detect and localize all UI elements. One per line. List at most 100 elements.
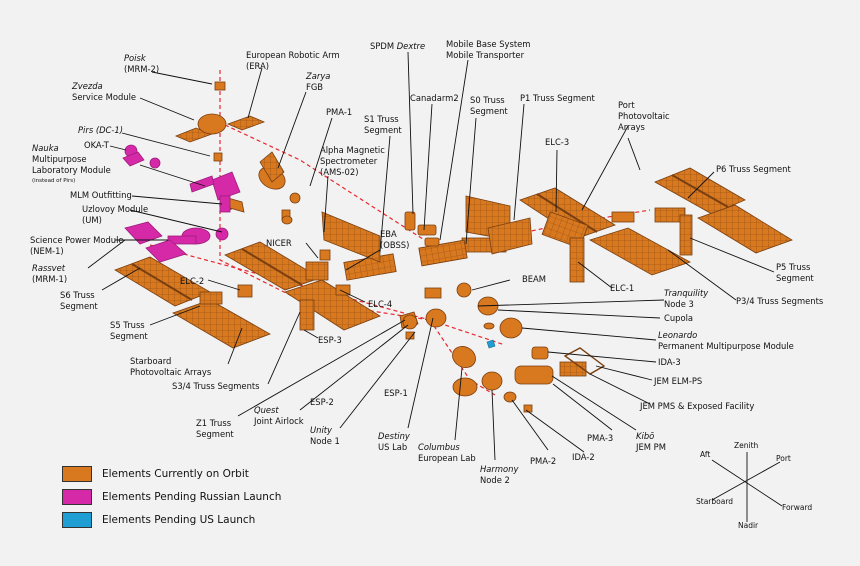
label-rassvet-sub: (MRM-1) — [32, 274, 67, 284]
label-s5: S5 Truss — [110, 320, 145, 330]
label-zarya-sub: FGB — [306, 82, 323, 92]
label-uzlovoy: Uzlovoy Module — [82, 204, 148, 214]
label-uzlovoy-sub: (UM) — [82, 215, 102, 225]
us-segment — [399, 282, 606, 413]
label-tranquility-sub: Node 3 — [664, 299, 694, 309]
component-labels: Poisk (MRM-2) European Robotic Arm (ERA)… — [30, 39, 823, 485]
label-zarya: Zarya — [305, 71, 330, 81]
legend-label-russian-pending: Elements Pending Russian Launch — [102, 490, 282, 503]
label-p5-sub: Segment — [776, 273, 814, 283]
label-jem-elm: JEM ELM-PS — [653, 376, 702, 386]
label-okat: OKA-T — [84, 140, 110, 150]
axis-aft: Aft — [700, 450, 710, 459]
label-era: European Robotic Arm — [246, 50, 340, 60]
label-pma2: PMA-2 — [530, 456, 556, 466]
label-starboard-pv-sub: Photovoltaic Arrays — [130, 367, 211, 377]
leader-lines — [87, 51, 775, 461]
label-s5-sub: Segment — [110, 331, 148, 341]
label-zvezda: Zvezda — [71, 81, 103, 91]
starboard-photovoltaic-arrays — [114, 241, 381, 349]
axis-zenith: Zenith — [734, 441, 759, 450]
label-esp3: ESP-3 — [318, 335, 342, 345]
label-s1: S1 Truss — [364, 114, 399, 124]
label-s0-sub: Segment — [470, 106, 508, 116]
label-destiny: Destiny — [378, 431, 411, 441]
label-pma1: PMA-1 — [326, 107, 352, 117]
label-elc3: ELC-3 — [545, 137, 569, 147]
label-starboard-pv: Starboard — [130, 356, 171, 366]
label-eba: EBA — [380, 229, 397, 239]
legend-item-russian-pending: Elements Pending Russian Launch — [62, 485, 281, 508]
label-z1: Z1 Truss — [196, 418, 231, 428]
legend-swatch-us-pending — [62, 511, 92, 528]
label-port-pv-sub2: Arrays — [618, 122, 645, 132]
label-columbus: Columbus — [418, 442, 460, 452]
label-leonardo-sub: Permanent Multipurpose Module — [658, 341, 794, 351]
canadarm2-dextre — [404, 211, 440, 247]
axis-port: Port — [776, 454, 791, 463]
label-esp1: ESP-1 — [384, 388, 408, 398]
label-zvezda-sub: Service Module — [72, 92, 136, 102]
label-ida3: IDA-3 — [658, 357, 681, 367]
label-pma3: PMA-3 — [587, 433, 613, 443]
central-truss — [321, 195, 533, 281]
label-ams-sub2: (AMS-02) — [320, 167, 359, 177]
label-mbs: Mobile Base System — [446, 39, 530, 49]
label-ida2: IDA-2 — [572, 452, 595, 462]
label-mbs-sub: Mobile Transporter — [446, 50, 525, 60]
label-pirs: Pirs (DC-1) — [78, 125, 123, 135]
legend: Elements Currently on Orbit Elements Pen… — [62, 462, 281, 531]
label-jem-pms: JEM PMS & Exposed Facility — [639, 401, 754, 411]
label-p5: P5 Truss — [776, 262, 810, 272]
label-nauka-sub2: Laboratory Module — [32, 165, 111, 175]
label-kibo-sub: JEM PM — [635, 442, 666, 452]
label-p34: P3/4 Truss Segments — [736, 296, 823, 306]
label-spm-sub: (NEM-1) — [30, 246, 64, 256]
axis-starboard: Starboard — [696, 497, 733, 506]
label-poisk-sub: (MRM-2) — [124, 64, 159, 74]
label-z1-sub: Segment — [196, 429, 234, 439]
label-ams: Alpha Magnetic — [320, 145, 385, 155]
label-eba-sub: (OBSS) — [380, 240, 409, 250]
label-nauka-sub3: (instead of Pirs) — [32, 178, 75, 184]
label-nauka-sub1: Multipurpose — [32, 154, 87, 164]
label-elc2: ELC-2 — [180, 276, 204, 286]
us-pending-module — [486, 339, 496, 349]
label-destiny-sub: US Lab — [378, 442, 407, 452]
label-port-pv-sub1: Photovoltaic — [618, 111, 670, 121]
label-nicer: NICER — [266, 238, 292, 248]
label-harmony: Harmony — [480, 464, 519, 474]
label-s34: S3/4 Truss Segments — [172, 381, 260, 391]
label-poisk: Poisk — [124, 53, 147, 63]
russian-segment — [174, 81, 301, 225]
label-spdm-name: SPDM — [370, 41, 394, 51]
label-esp2: ESP-2 — [310, 397, 334, 407]
label-leonardo: Leonardo — [658, 330, 697, 340]
label-elc1: ELC-1 — [610, 283, 634, 293]
label-era-sub: (ERA) — [246, 61, 269, 71]
label-p1: P1 Truss Segment — [520, 93, 595, 103]
label-tranquility: Tranquility — [664, 288, 709, 298]
label-elc4: ELC-4 — [368, 299, 392, 309]
label-canadarm2: Canadarm2 — [410, 93, 459, 103]
label-s0: S0 Truss — [470, 95, 505, 105]
label-p6: P6 Truss Segment — [716, 164, 791, 174]
label-spdm-dextre: Dextre — [397, 41, 425, 51]
orientation-axes: Aft Zenith Port Starboard Forward Nadir — [696, 441, 812, 530]
axis-nadir: Nadir — [738, 521, 759, 530]
label-spdm: SPDM Dextre — [370, 41, 425, 51]
legend-item-us-pending: Elements Pending US Launch — [62, 508, 281, 531]
label-cupola: Cupola — [664, 313, 693, 323]
axis-forward: Forward — [782, 503, 812, 512]
label-quest-sub: Joint Airlock — [253, 416, 304, 426]
legend-swatch-on-orbit — [62, 465, 92, 482]
label-unity-sub: Node 1 — [310, 436, 340, 446]
label-s1-sub: Segment — [364, 125, 402, 135]
label-harmony-sub: Node 2 — [480, 475, 510, 485]
label-s6: S6 Truss — [60, 290, 95, 300]
label-nauka: Nauka — [32, 143, 59, 153]
label-columbus-sub: European Lab — [418, 453, 476, 463]
label-ams-sub1: Spectrometer — [320, 156, 378, 166]
label-unity: Unity — [310, 425, 333, 435]
legend-label-on-orbit: Elements Currently on Orbit — [102, 467, 249, 480]
